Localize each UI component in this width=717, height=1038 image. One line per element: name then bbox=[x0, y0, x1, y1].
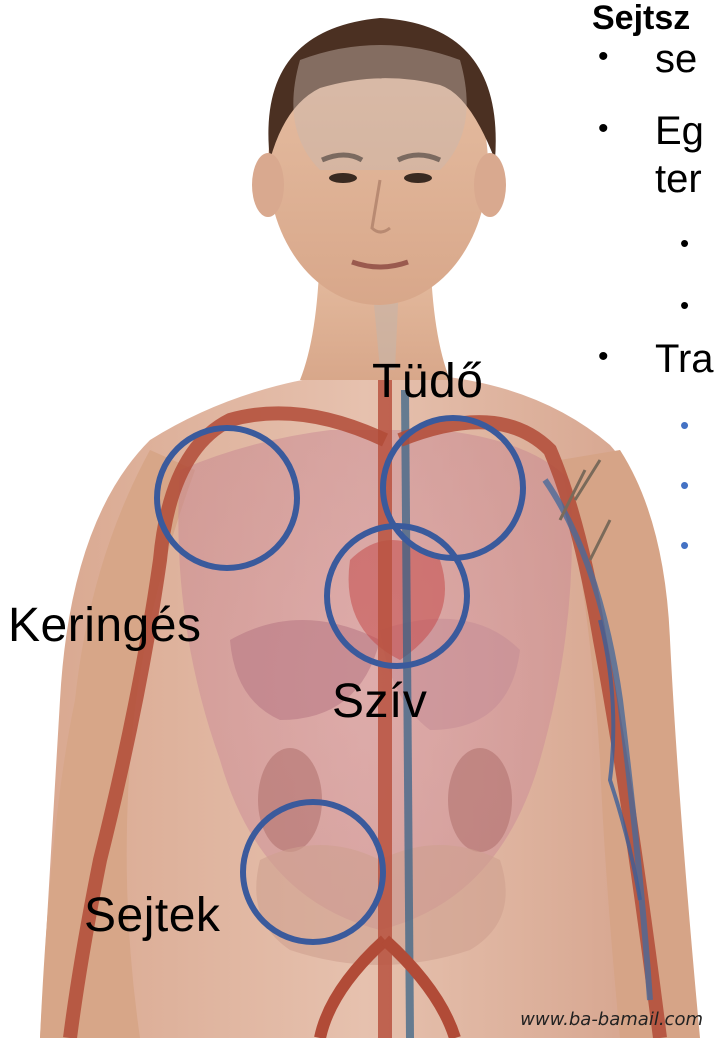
watermark-text: www.ba-bamail.com bbox=[520, 1009, 703, 1030]
label-circulation: Keringés bbox=[8, 600, 201, 652]
bullet-dot: • bbox=[598, 340, 609, 374]
bullet-item: se bbox=[655, 36, 697, 82]
bullet-dot-blue: • bbox=[680, 530, 689, 561]
bullet-dot: • bbox=[598, 112, 609, 146]
bullet-dot: • bbox=[598, 40, 609, 74]
bullet-item: Tra bbox=[655, 336, 714, 382]
bullet-dot-blue: • bbox=[680, 410, 689, 441]
bullet-list: • se • Eg ter • • • Tra • • • bbox=[580, 0, 717, 700]
label-lung: Tüdő bbox=[372, 356, 483, 408]
bullet-dot: • bbox=[680, 290, 689, 321]
label-cells: Sejtek bbox=[84, 890, 220, 942]
bullet-item: ter bbox=[655, 156, 702, 202]
bullet-dot: • bbox=[680, 228, 689, 259]
bullet-item: Eg bbox=[655, 108, 704, 154]
bullet-dot-blue: • bbox=[680, 470, 689, 501]
label-heart: Szív bbox=[332, 676, 427, 728]
